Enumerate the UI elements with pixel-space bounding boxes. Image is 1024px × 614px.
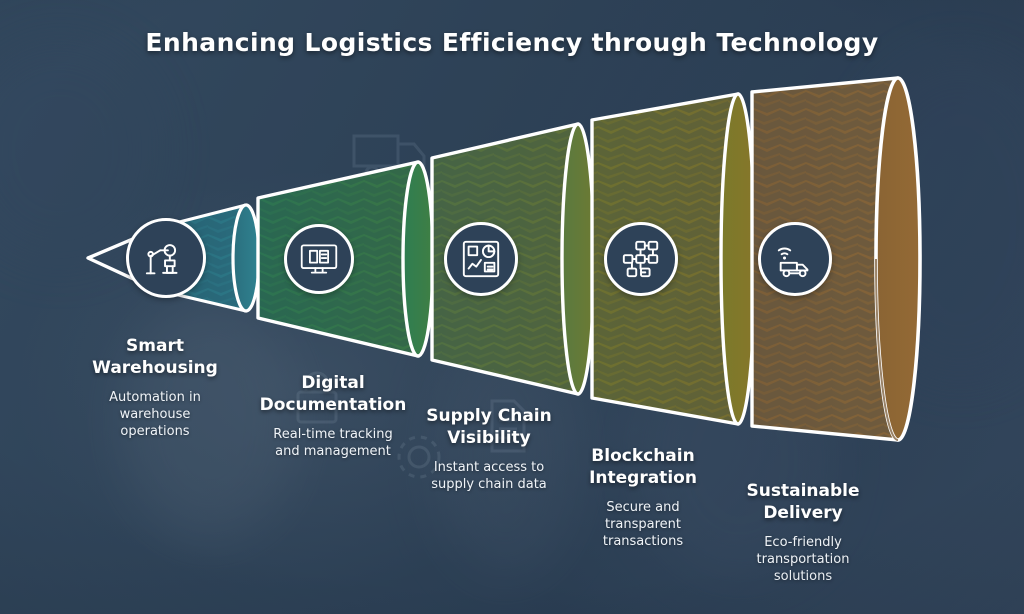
analytics-dashboard-icon: [460, 238, 502, 280]
background-blob: [120, 300, 300, 540]
watermark-gear-icon: [392, 430, 446, 488]
stage-description: Real-time tracking and management: [236, 426, 430, 461]
stage-label-digital-documentation: Digital Documentation Real-time tracking…: [236, 373, 430, 460]
stage-label-blockchain-integration: Blockchain Integration Secure and transp…: [556, 446, 730, 550]
connected-truck-icon: [774, 238, 816, 280]
funnel-segment-sustainable-delivery[interactable]: [750, 76, 922, 442]
stage-icon-supply-chain-visibility[interactable]: [444, 222, 518, 296]
stage-description: Automation in warehouse operations: [64, 389, 246, 441]
background-blob: [0, 40, 160, 260]
stage-icon-sustainable-delivery[interactable]: [758, 222, 832, 296]
stage-title: Digital Documentation: [236, 373, 430, 417]
stage-label-supply-chain-visibility: Supply Chain Visibility Instant access t…: [400, 406, 578, 493]
stage-description: Instant access to supply chain data: [400, 459, 578, 494]
stage-title: Blockchain Integration: [556, 446, 730, 490]
blockchain-nodes-icon: [620, 238, 662, 280]
stage-description: Secure and transparent transactions: [556, 499, 730, 551]
stage-icon-blockchain-integration[interactable]: [604, 222, 678, 296]
stage-title: Sustainable Delivery: [716, 481, 890, 525]
stage-icon-smart-warehousing[interactable]: [126, 218, 206, 298]
stage-title: Supply Chain Visibility: [400, 406, 578, 450]
robotic-arm-icon: [143, 235, 189, 281]
stage-label-smart-warehousing: Smart Warehousing Automation in warehous…: [64, 336, 246, 440]
stage-description: Eco-friendly transportation solutions: [716, 534, 890, 586]
stage-title: Smart Warehousing: [64, 336, 246, 380]
watermark-document-icon: [486, 398, 530, 458]
monitor-document-icon: [299, 239, 339, 279]
stage-label-sustainable-delivery: Sustainable Delivery Eco-friendly transp…: [716, 481, 890, 585]
watermark-lock-icon: [292, 368, 342, 430]
page-title: Enhancing Logistics Efficiency through T…: [0, 28, 1024, 57]
stage-icon-digital-documentation[interactable]: [284, 224, 354, 294]
